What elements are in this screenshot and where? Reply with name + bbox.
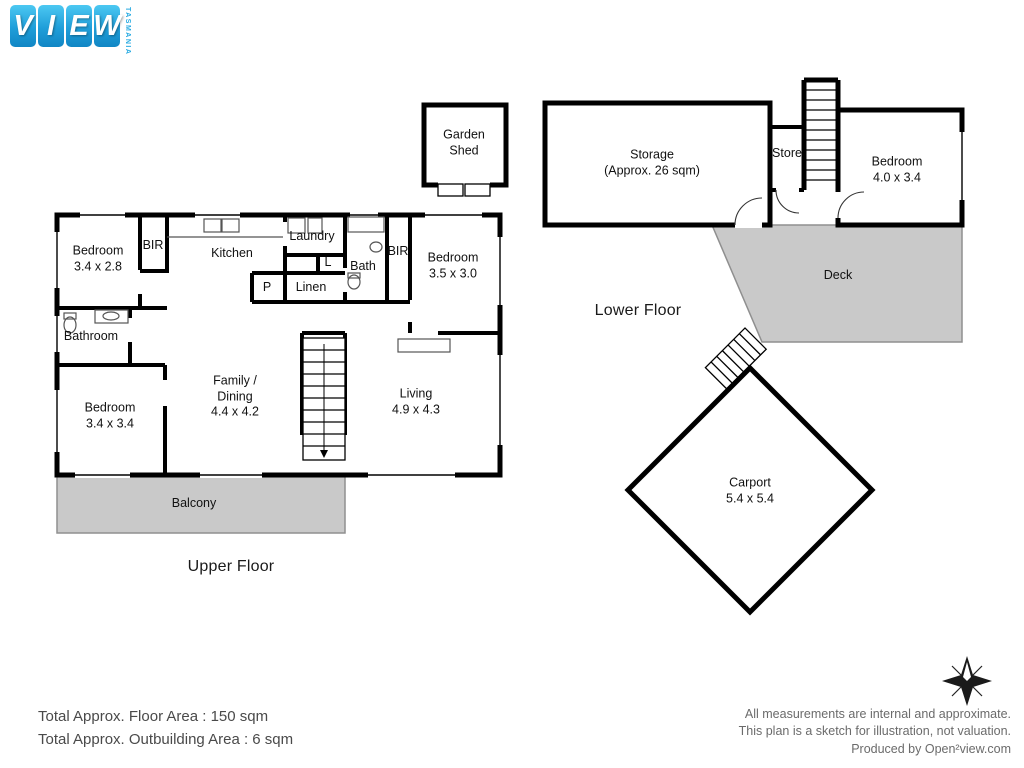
view-logo: V I E W TASMANIA xyxy=(10,5,131,55)
upper-floor-walls xyxy=(54,212,503,478)
logo-letter-e: E xyxy=(66,5,92,47)
logo-letter-w: W xyxy=(93,5,121,47)
compass-icon xyxy=(942,656,992,706)
lower-floor-openings xyxy=(734,132,965,228)
upper-floor-windows xyxy=(54,212,503,478)
total-outbuilding-area-text: Total Approx. Outbuilding Area : 6 sqm xyxy=(38,730,294,748)
balcony-area xyxy=(56,474,346,534)
upper-fixtures xyxy=(63,216,451,353)
disclaimer-line-1: All measurements are internal and approx… xyxy=(744,707,1011,721)
footer-area-totals: Total Approx. Floor Area : 150 sqm Total… xyxy=(38,706,293,751)
garden-shed-outline xyxy=(421,102,509,197)
produced-by-text: Produced by Open²view.com xyxy=(851,741,1011,756)
footer-disclaimer: All measurements are internal and approx… xyxy=(739,706,1011,758)
logo-tagline: TASMANIA xyxy=(124,7,131,56)
deck-area xyxy=(710,224,963,343)
logo-letter-i: I xyxy=(38,5,64,47)
disclaimer-line-2: This plan is a sketch for illustration, … xyxy=(738,724,1011,739)
lower-stairs xyxy=(804,89,838,181)
upper-stairs xyxy=(302,337,346,461)
total-floor-area-text: Total Approx. Floor Area : 150 sqm xyxy=(38,708,269,725)
lower-floor-walls xyxy=(542,77,965,228)
deck-stairs xyxy=(704,327,768,390)
logo-letter-v: V xyxy=(10,5,36,47)
carport-outline xyxy=(624,364,876,616)
